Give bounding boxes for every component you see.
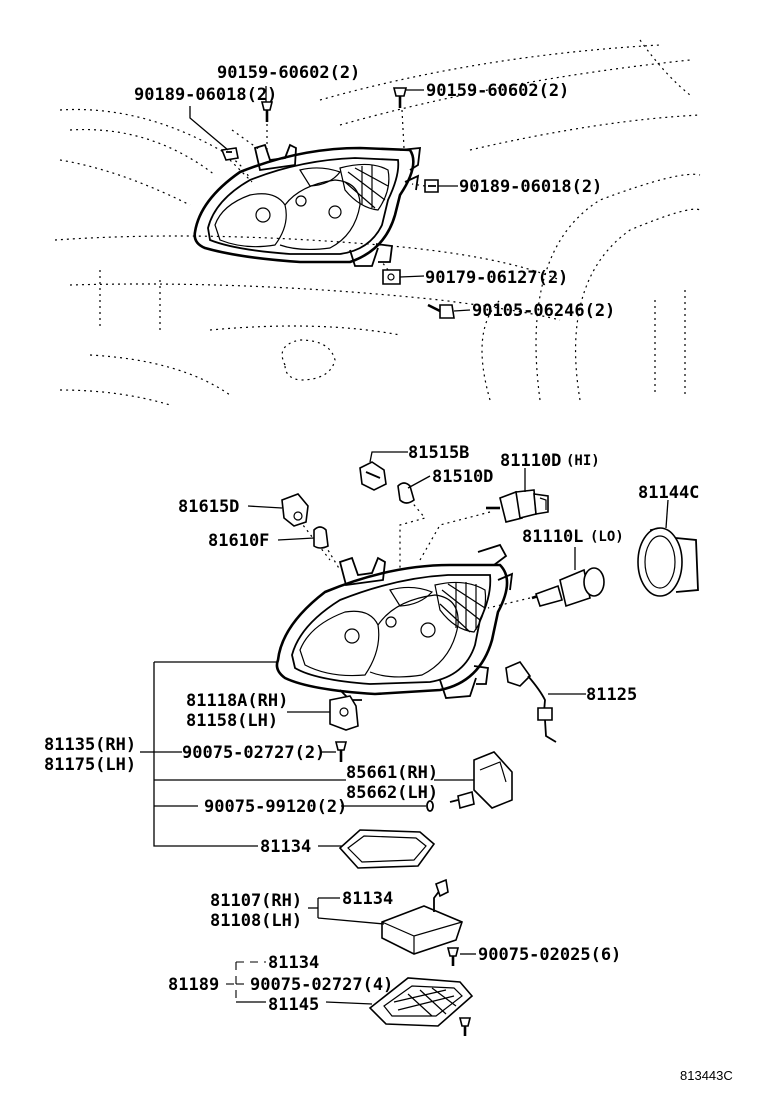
- gasket-icon: [338, 829, 436, 869]
- label-81135: 81135(RH): [44, 735, 136, 755]
- label-81158: 81158(LH): [186, 711, 278, 731]
- headlamp-installed: [193, 143, 422, 267]
- top-leaders: [189, 86, 471, 312]
- retaining-ring-icon: [637, 527, 699, 597]
- label-90105-06246: 90105-06246(2): [472, 301, 615, 321]
- nut-icon: [382, 269, 401, 285]
- label-81610f: 81610F: [208, 531, 269, 551]
- bolt-icon: [260, 101, 274, 122]
- cover-icon: [368, 977, 474, 1027]
- label-85662: 85662(LH): [346, 783, 438, 803]
- label-90189-06018-a: 90189-06018(2): [134, 85, 277, 105]
- screw-icon: [458, 1017, 472, 1036]
- label-81110d-hi: (HI): [566, 453, 600, 469]
- bolt-icon: [427, 303, 455, 319]
- label-81189: 81189: [168, 975, 219, 995]
- label-81175: 81175(LH): [44, 755, 136, 775]
- label-90075-02727-2: 90075-02727(2): [182, 743, 325, 763]
- bulb-lo-icon: [531, 567, 605, 608]
- bottom-leaders: [140, 451, 669, 1005]
- o-ring-icon: [426, 800, 434, 812]
- label-81145: 81145: [268, 995, 319, 1015]
- assembly-guides: [295, 499, 531, 609]
- label-90159-60602-b: 90159-60602(2): [426, 81, 569, 101]
- side-lamp-icon: [449, 751, 513, 810]
- label-90159-60602-a: 90159-60602(2): [217, 63, 360, 83]
- label-81110l-lo: (LO): [590, 529, 624, 545]
- label-90179-06127: 90179-06127(2): [425, 268, 568, 288]
- label-81510d: 81510D: [432, 467, 493, 487]
- bulb-81610f-icon: [313, 526, 329, 549]
- vehicle-body-outline: [54, 39, 701, 406]
- clip-icon: [424, 179, 439, 193]
- label-85661: 85661(RH): [346, 763, 438, 783]
- label-81107: 81107(RH): [210, 891, 302, 911]
- bulb-hi-icon: [486, 489, 549, 523]
- screw-icon: [334, 741, 348, 762]
- label-81110d: 81110D: [500, 451, 561, 471]
- socket-81515b-icon: [359, 461, 387, 491]
- label-81134-c: 81134: [268, 953, 319, 973]
- socket-81615d-icon: [281, 493, 309, 527]
- label-81615d: 81615D: [178, 497, 239, 517]
- screw-icon: [446, 947, 460, 966]
- label-81108: 81108(LH): [210, 911, 302, 931]
- label-81110l: 81110L: [522, 527, 583, 547]
- label-81144c: 81144C: [638, 483, 699, 503]
- label-81118a: 81118A(RH): [186, 691, 288, 711]
- label-90189-06018-b: 90189-06018(2): [459, 177, 602, 197]
- bolt-icon: [392, 87, 408, 108]
- top-fasteners: [220, 87, 455, 319]
- label-81134-a: 81134: [260, 837, 311, 857]
- bracket-icon: [329, 695, 359, 731]
- bulb-81510d-icon: [397, 482, 415, 504]
- label-81125: 81125: [586, 685, 637, 705]
- diagram-code: 813443C: [680, 1068, 733, 1083]
- wire-connector-icon: [505, 661, 557, 743]
- headlamp-assembly: [275, 543, 514, 701]
- label-90075-02727-4: 90075-02727(4): [250, 975, 393, 995]
- label-90075-02025: 90075-02025(6): [478, 945, 621, 965]
- label-81515b: 81515B: [408, 443, 469, 463]
- clip-icon: [220, 147, 239, 161]
- label-81134-b: 81134: [342, 889, 393, 909]
- label-90075-99120: 90075-99120(2): [204, 797, 347, 817]
- ballast-computer-icon: [381, 878, 463, 955]
